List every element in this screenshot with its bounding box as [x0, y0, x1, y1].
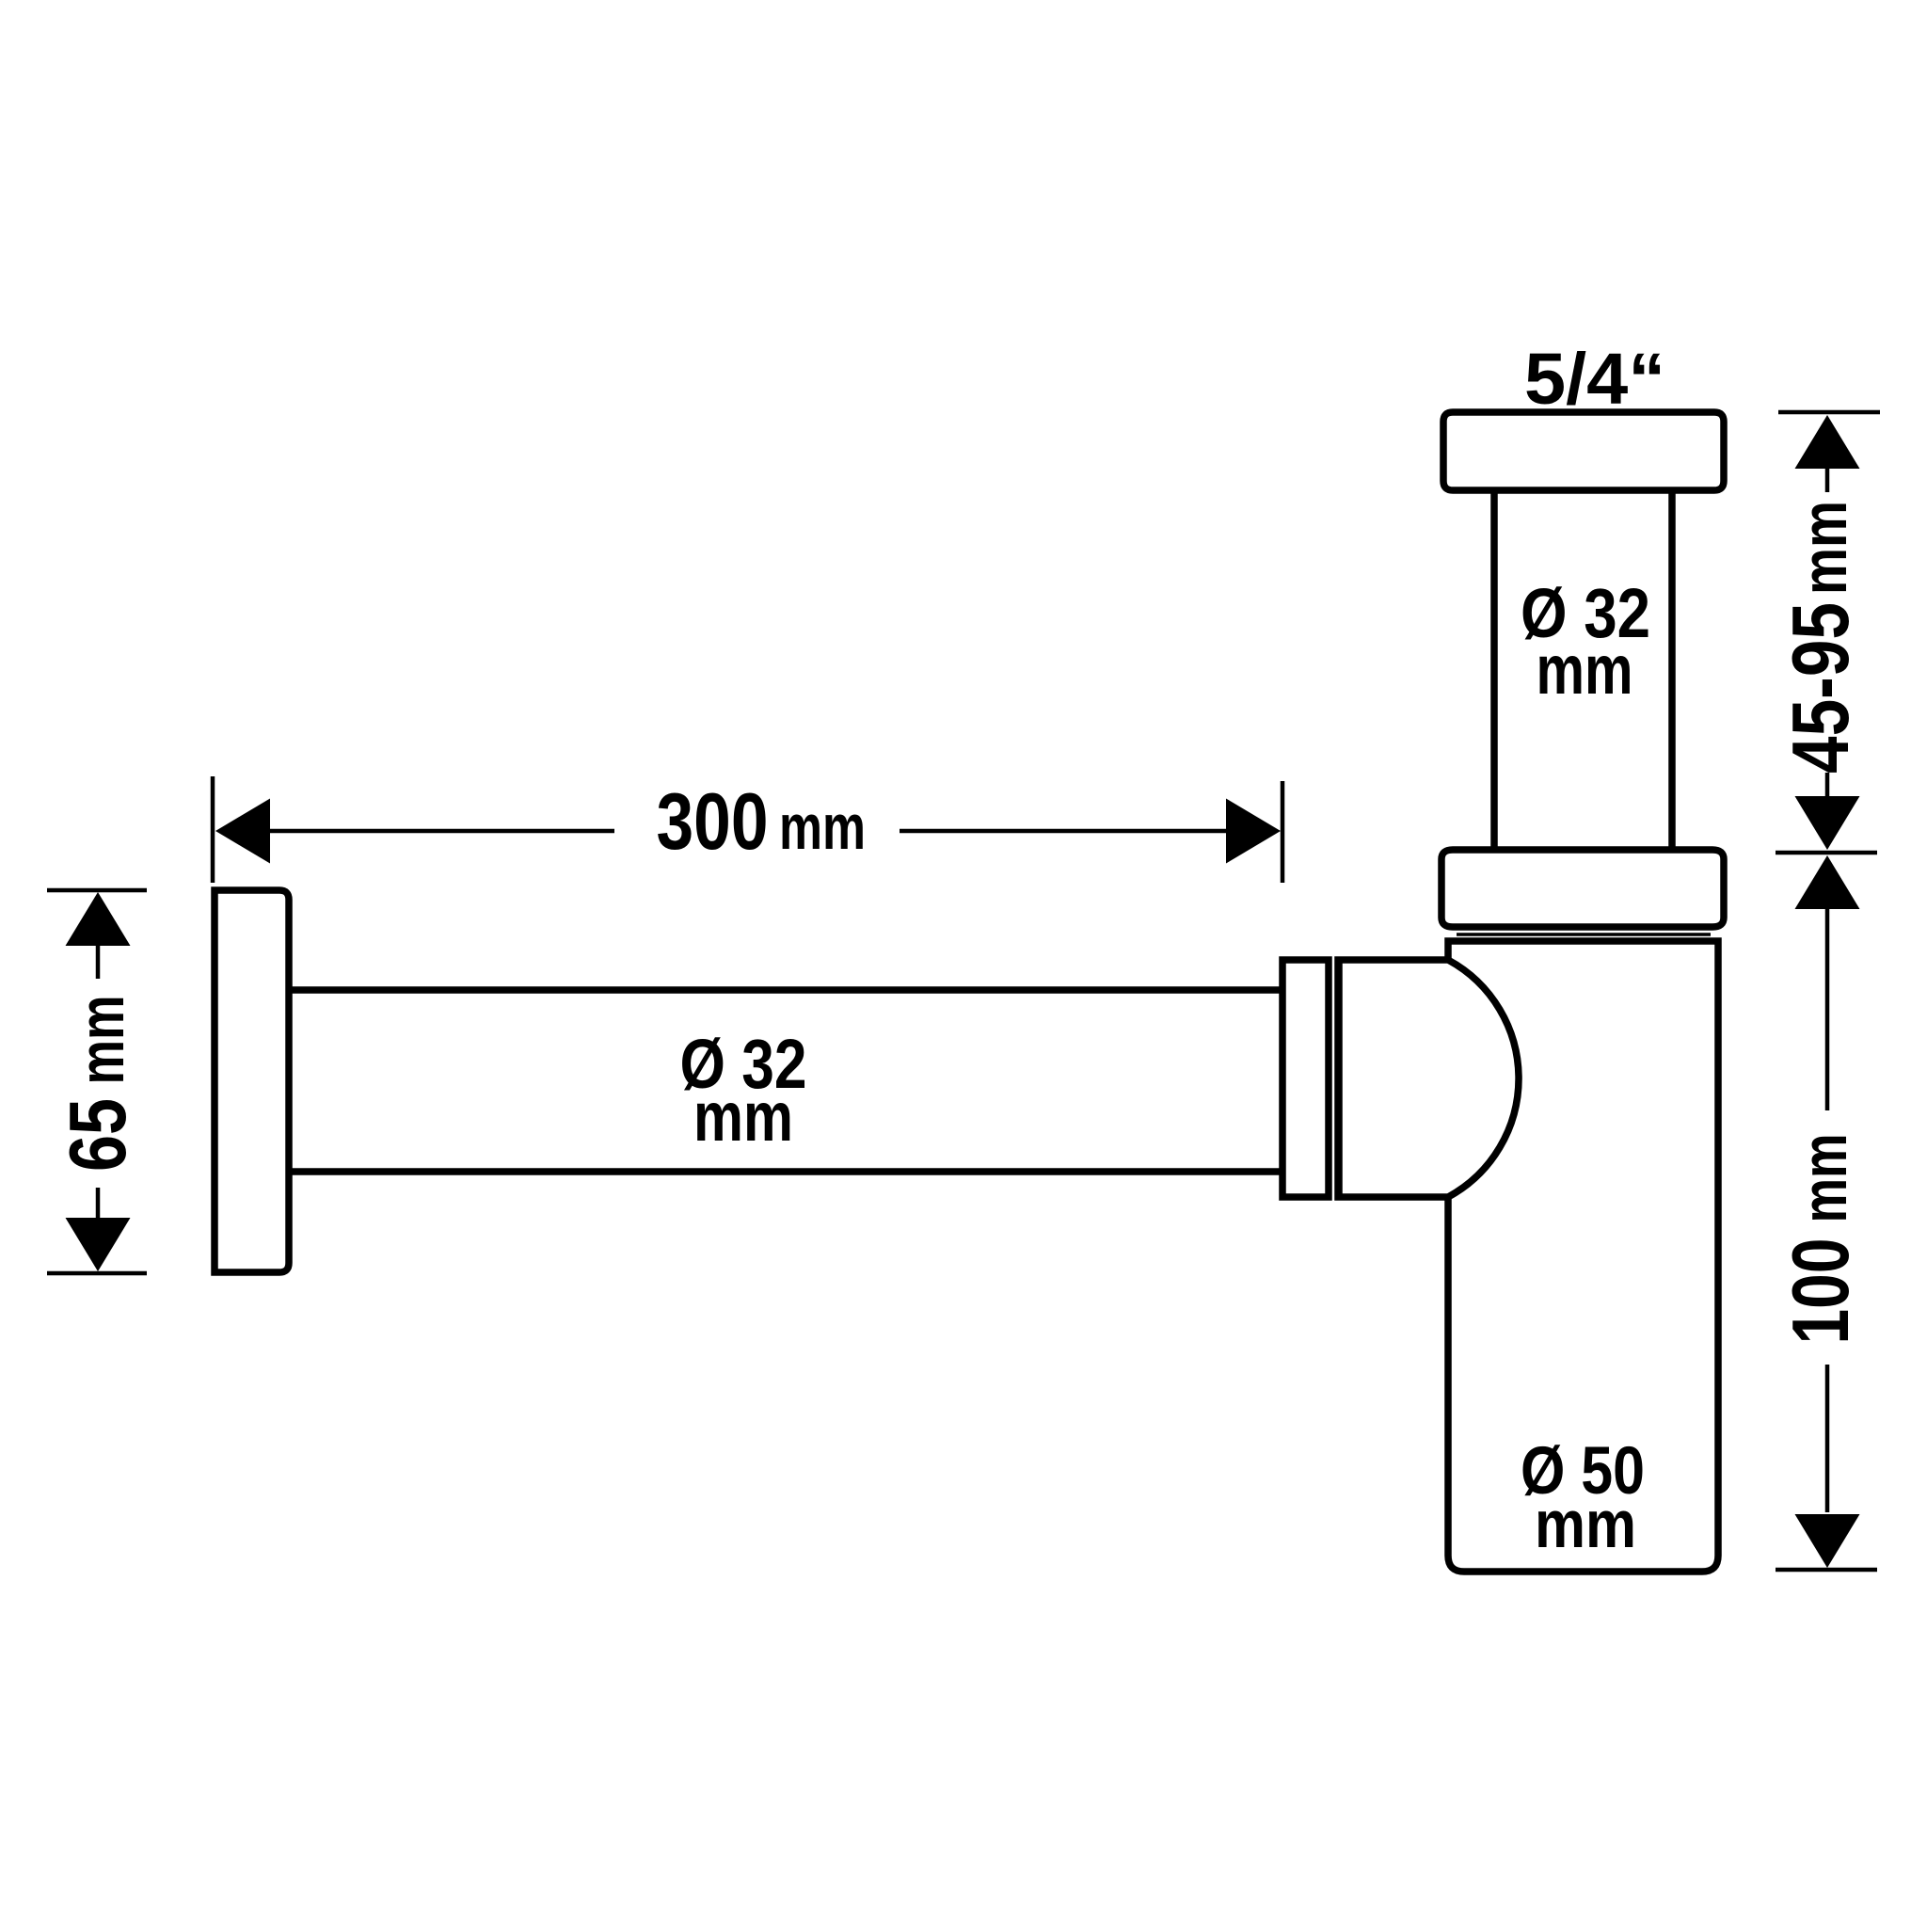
svg-text:mm: mm — [1537, 631, 1633, 709]
svg-text:mm: mm — [693, 1078, 793, 1156]
svg-text:mm: mm — [66, 996, 137, 1085]
svg-text:65: 65 — [54, 1098, 143, 1172]
svg-text:Ø 32: Ø 32 — [1521, 574, 1650, 652]
svg-text:mm: mm — [1535, 1488, 1636, 1562]
svg-text:mm: mm — [1789, 501, 1860, 595]
svg-text:mm: mm — [1789, 1134, 1860, 1223]
svg-text:Ø 50: Ø 50 — [1521, 1434, 1645, 1509]
svg-text:5/4“: 5/4“ — [1524, 339, 1665, 420]
svg-text:45-95: 45-95 — [1776, 602, 1866, 774]
svg-text:100: 100 — [1776, 1238, 1866, 1345]
svg-text:mm: mm — [779, 791, 866, 863]
svg-text:300: 300 — [657, 777, 769, 867]
svg-text:Ø 32: Ø 32 — [680, 1025, 807, 1103]
